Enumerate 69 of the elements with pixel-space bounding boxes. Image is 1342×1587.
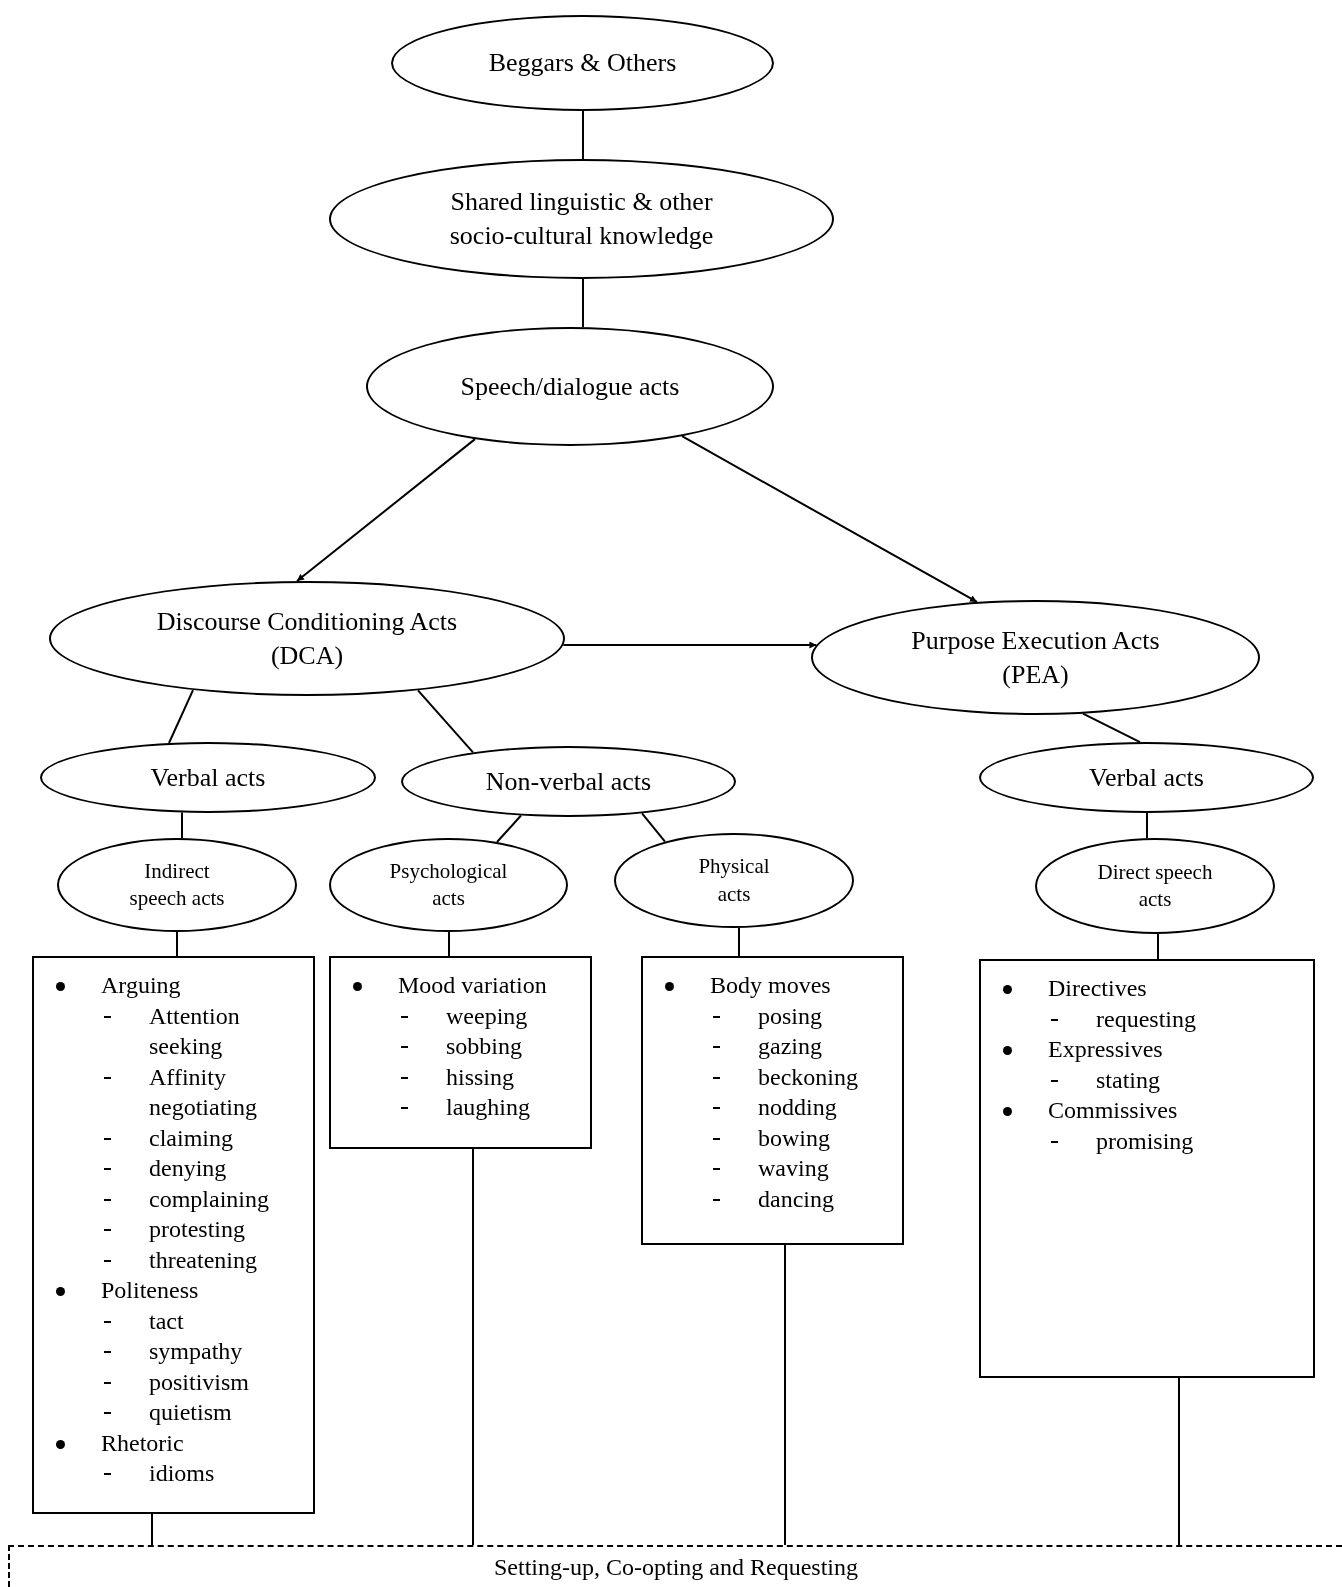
- list-item: positivism: [149, 1367, 251, 1397]
- list-item: Attention seeking: [149, 1001, 241, 1061]
- list-item: waving: [758, 1154, 830, 1183]
- list-item: Body moves: [710, 971, 832, 1000]
- list-item: protesting: [149, 1215, 246, 1244]
- connector-line: [417, 689, 474, 754]
- list-item: threatening: [149, 1245, 258, 1275]
- node-label: Shared linguistic & other socio-cultural knowledge: [448, 186, 715, 252]
- node-label: Verbal acts: [150, 761, 266, 794]
- connector-line: [181, 811, 183, 840]
- list-item: dancing: [758, 1184, 835, 1214]
- list-box: [979, 959, 1315, 1378]
- dashed-box: [8, 1545, 1342, 1587]
- list-item: nodding: [758, 1093, 838, 1122]
- list-item: quietism: [149, 1398, 233, 1427]
- list-item: hissing: [446, 1062, 515, 1092]
- connector-line: [1157, 933, 1159, 960]
- list-item: Rhetoric: [101, 1428, 185, 1458]
- list-item: tact: [149, 1306, 185, 1336]
- list-box: [32, 956, 315, 1514]
- node-label: Speech/dialogue acts: [460, 370, 680, 403]
- connector-line: [168, 689, 194, 744]
- node-label: Direct speech acts: [1096, 858, 1214, 913]
- connector-line: [1146, 812, 1148, 840]
- list-item: Commissives: [1048, 1096, 1179, 1125]
- list-item: Directives: [1048, 974, 1148, 1003]
- list-item: posing: [758, 1001, 823, 1031]
- list-item: Mood variation: [398, 971, 548, 1000]
- connector-line: [784, 1244, 786, 1546]
- connector-line: [1082, 712, 1141, 744]
- list-item: sympathy: [149, 1337, 244, 1366]
- list-item: stating: [1096, 1065, 1161, 1095]
- node-label: Indirect speech acts: [128, 857, 226, 912]
- list-item: complaining: [149, 1184, 270, 1214]
- list-box: [329, 956, 592, 1149]
- list-item: sobbing: [446, 1032, 523, 1061]
- connector-line: [176, 931, 178, 957]
- list-item: beckoning: [758, 1062, 859, 1092]
- arrow: [681, 435, 978, 603]
- connector-line: [582, 278, 584, 329]
- connector-line: [582, 110, 584, 160]
- list-item: promising: [1096, 1126, 1195, 1156]
- list-item: idioms: [149, 1459, 216, 1488]
- list-item: laughing: [446, 1093, 531, 1122]
- list-item: requesting: [1096, 1004, 1197, 1034]
- list-item: denying: [149, 1154, 228, 1183]
- connector-line: [472, 1148, 474, 1546]
- node-label: Non-verbal acts: [485, 765, 652, 798]
- node-label: Purpose Execution Acts (PEA): [910, 624, 1161, 691]
- list-item: gazing: [758, 1032, 823, 1061]
- node-label: Setting-up, Co-opting and Requesting: [494, 1553, 858, 1582]
- list-item: weeping: [446, 1001, 529, 1031]
- list-item: bowing: [758, 1123, 831, 1153]
- list-item: claiming: [149, 1123, 234, 1153]
- node-label: Beggars & Others: [488, 47, 677, 80]
- list-box: [641, 956, 904, 1245]
- connector-line: [448, 931, 450, 957]
- connector-line: [738, 926, 740, 957]
- connector-line: [151, 1513, 153, 1546]
- node-label: Discourse Conditioning Acts (DCA): [155, 605, 459, 672]
- node-label: Verbal acts: [1089, 761, 1204, 794]
- list-item: Politeness: [101, 1276, 200, 1305]
- connector-line: [1178, 1377, 1180, 1546]
- connector-line: [496, 814, 522, 844]
- arrow: [296, 438, 476, 583]
- node-label: Physical acts: [697, 853, 771, 908]
- list-item: Arguing: [101, 971, 182, 1000]
- list-item: Expressives: [1048, 1035, 1164, 1064]
- node-label: Psychological acts: [388, 857, 509, 912]
